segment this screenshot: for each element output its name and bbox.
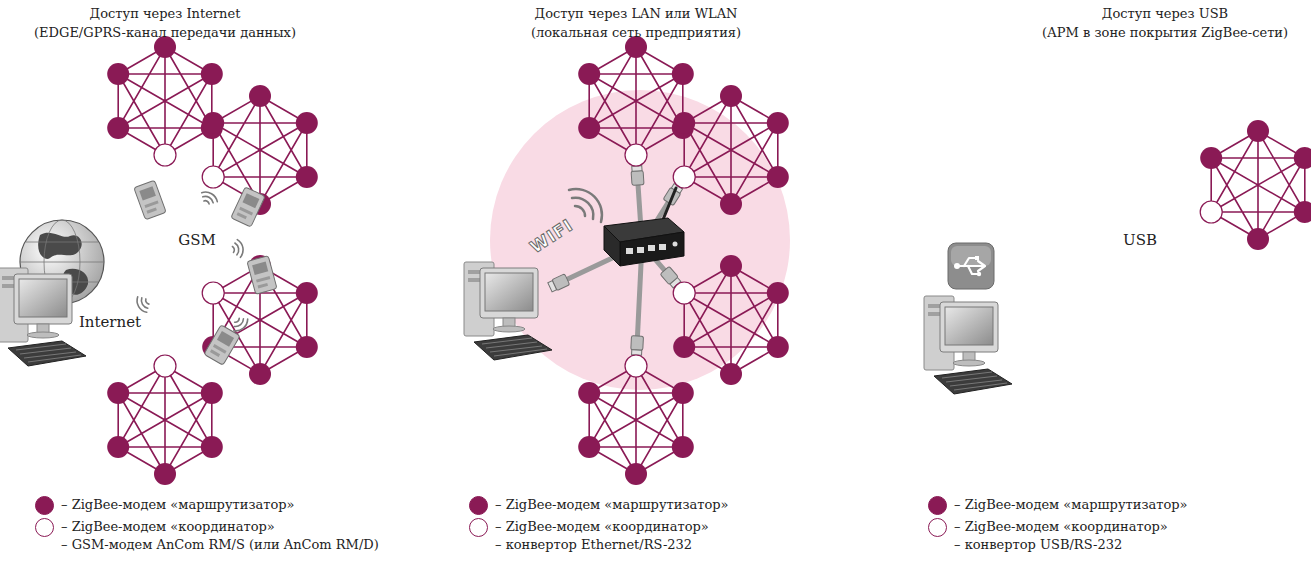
circle-outline — [22, 90, 318, 386]
legend-text: – ZigBee-модем «координатор» — [954, 519, 1168, 535]
zigbee-mesh — [1200, 120, 1311, 250]
plug-body — [631, 336, 644, 351]
label-text: (АРМ в зоне покрытия ZigBee-сети) — [1042, 25, 1288, 41]
legend-swatch — [928, 518, 947, 537]
wifi-router — [604, 188, 684, 266]
label-text: Internet — [79, 314, 141, 330]
node-label: GSM — [178, 232, 216, 248]
rj45-plug — [631, 166, 644, 186]
zigbee-mesh — [107, 355, 223, 485]
usb-dot — [954, 263, 960, 269]
legend-text: – ZigBee-модем «координатор» — [495, 519, 709, 535]
rj45-plug — [547, 274, 569, 293]
radio-signal — [134, 189, 250, 334]
zigbee-mesh — [673, 85, 789, 215]
legend-swatch — [469, 518, 488, 537]
computer — [464, 262, 552, 360]
usb-symbol — [957, 258, 985, 274]
legend-swatch — [35, 518, 54, 537]
computer — [0, 268, 86, 366]
legend-swatch — [469, 496, 488, 515]
gsm-modem — [134, 180, 277, 365]
usb-converter — [948, 243, 994, 289]
legend-text: – конвертор USB/RS-232 — [954, 537, 1122, 553]
coverage-circle: GSM — [22, 90, 318, 386]
plug-tip — [548, 281, 557, 292]
wifi-signal — [569, 189, 602, 222]
zigbee-mesh — [578, 355, 694, 485]
legend-text: – ZigBee-модем «маршрутизатор» — [954, 497, 1188, 513]
label-text: Доступ через Internet — [90, 6, 241, 22]
usb-square — [975, 256, 979, 260]
plug-body — [631, 171, 644, 186]
coordinator-modem — [625, 144, 695, 377]
circle-fill — [22, 90, 318, 386]
rj45-plug — [631, 336, 644, 356]
legend-text: – ZigBee-модем «координатор» — [61, 519, 275, 535]
legend-text: – конвертор Ethernet/RS-232 — [495, 537, 692, 553]
legend-text: – GSM-модем AnCom RM/S (или AnCom RM/D) — [61, 537, 379, 553]
usb-dot — [977, 272, 981, 276]
zigbee-mesh — [107, 36, 223, 166]
label-text: Доступ через LAN или WLAN — [535, 6, 738, 22]
circle-outline — [1010, 160, 1214, 364]
legend-swatch — [928, 496, 947, 515]
label-text: (EDGE/GPRS-канал передачи данных) — [34, 25, 296, 41]
legend-text: – ZigBee-модем «маршрутизатор» — [61, 497, 295, 513]
zigbee-mesh — [578, 36, 694, 166]
computer — [924, 296, 1012, 394]
zigbee-mesh — [673, 255, 789, 385]
label-text: (локальная сеть предприятия) — [531, 25, 741, 41]
legend-swatch — [35, 496, 54, 515]
ethernet-cable — [547, 166, 683, 356]
node-label: USB — [1123, 232, 1157, 248]
label-text: Доступ через USB — [1102, 6, 1228, 22]
circle-fill — [1010, 160, 1214, 364]
zigbee-mesh — [202, 255, 318, 385]
coverage-circle: USB — [1010, 160, 1214, 364]
legend-text: – ZigBee-модем «маршрутизатор» — [495, 497, 729, 513]
usb-box — [948, 243, 994, 289]
coordinator-modem — [1200, 201, 1222, 223]
